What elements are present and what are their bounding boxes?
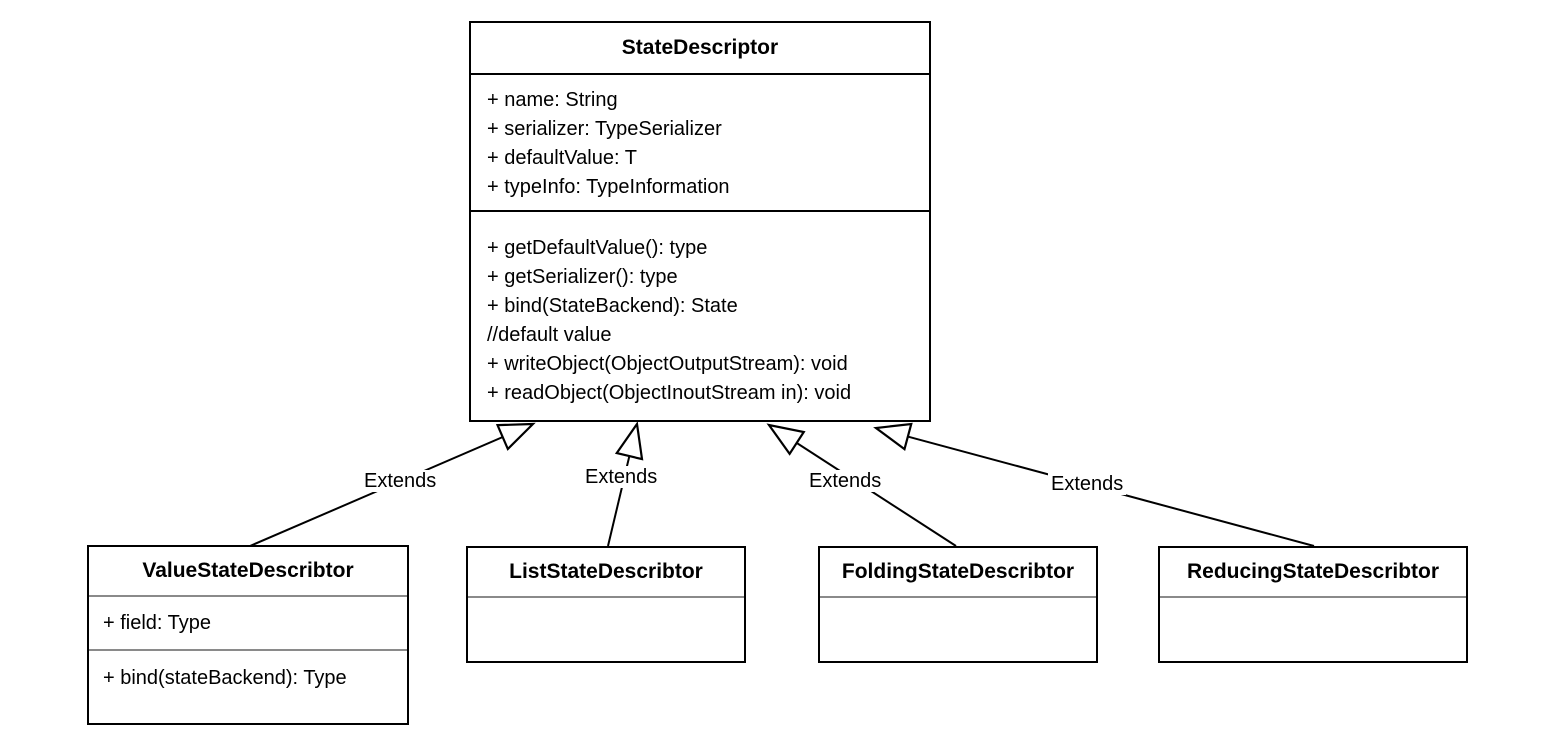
- attributes-compartment: + name: String + serializer: TypeSeriali…: [471, 75, 929, 212]
- class-title: ListStateDescribtor: [468, 548, 744, 598]
- attribute: + serializer: TypeSerializer: [487, 118, 722, 140]
- method: + bind(stateBackend): Type: [103, 667, 347, 689]
- class-box-state-descriptor: StateDescriptor + name: String + seriali…: [469, 21, 931, 422]
- attribute: + field: Type: [103, 612, 212, 634]
- attribute: + name: String: [487, 89, 618, 111]
- edge-label-extends-value: Extends: [361, 470, 440, 492]
- class-box-value-state-describtor: ValueStateDescribtor + field: Type + bin…: [87, 545, 409, 725]
- methods-compartment: + getDefaultValue(): type + getSerialize…: [471, 212, 929, 408]
- method: + writeObject(ObjectOutputStream): void: [487, 353, 848, 375]
- method-comment: //default value: [487, 324, 612, 346]
- edge-label-extends-list: Extends: [582, 466, 661, 488]
- edge-label-extends-reducing: Extends: [1048, 473, 1127, 495]
- class-box-reducing-state-describtor: ReducingStateDescribtor: [1158, 546, 1468, 663]
- attribute: + defaultValue: T: [487, 147, 637, 169]
- class-title: ReducingStateDescribtor: [1160, 548, 1466, 598]
- method: + getSerializer(): type: [487, 266, 678, 288]
- class-title: ValueStateDescribtor: [89, 547, 407, 597]
- edge-label-extends-folding: Extends: [806, 470, 885, 492]
- class-title: FoldingStateDescribtor: [820, 548, 1096, 598]
- class-box-list-state-describtor: ListStateDescribtor: [466, 546, 746, 663]
- attribute: + typeInfo: TypeInformation: [487, 176, 730, 198]
- method: + bind(StateBackend): State: [487, 295, 738, 317]
- method: + getDefaultValue(): type: [487, 237, 708, 259]
- class-box-folding-state-describtor: FoldingStateDescribtor: [818, 546, 1098, 663]
- class-title: StateDescriptor: [471, 23, 929, 75]
- method: + readObject(ObjectInoutStream in): void: [487, 382, 852, 404]
- attributes-compartment: + field: Type: [89, 597, 407, 651]
- methods-compartment: + bind(stateBackend): Type: [89, 651, 407, 693]
